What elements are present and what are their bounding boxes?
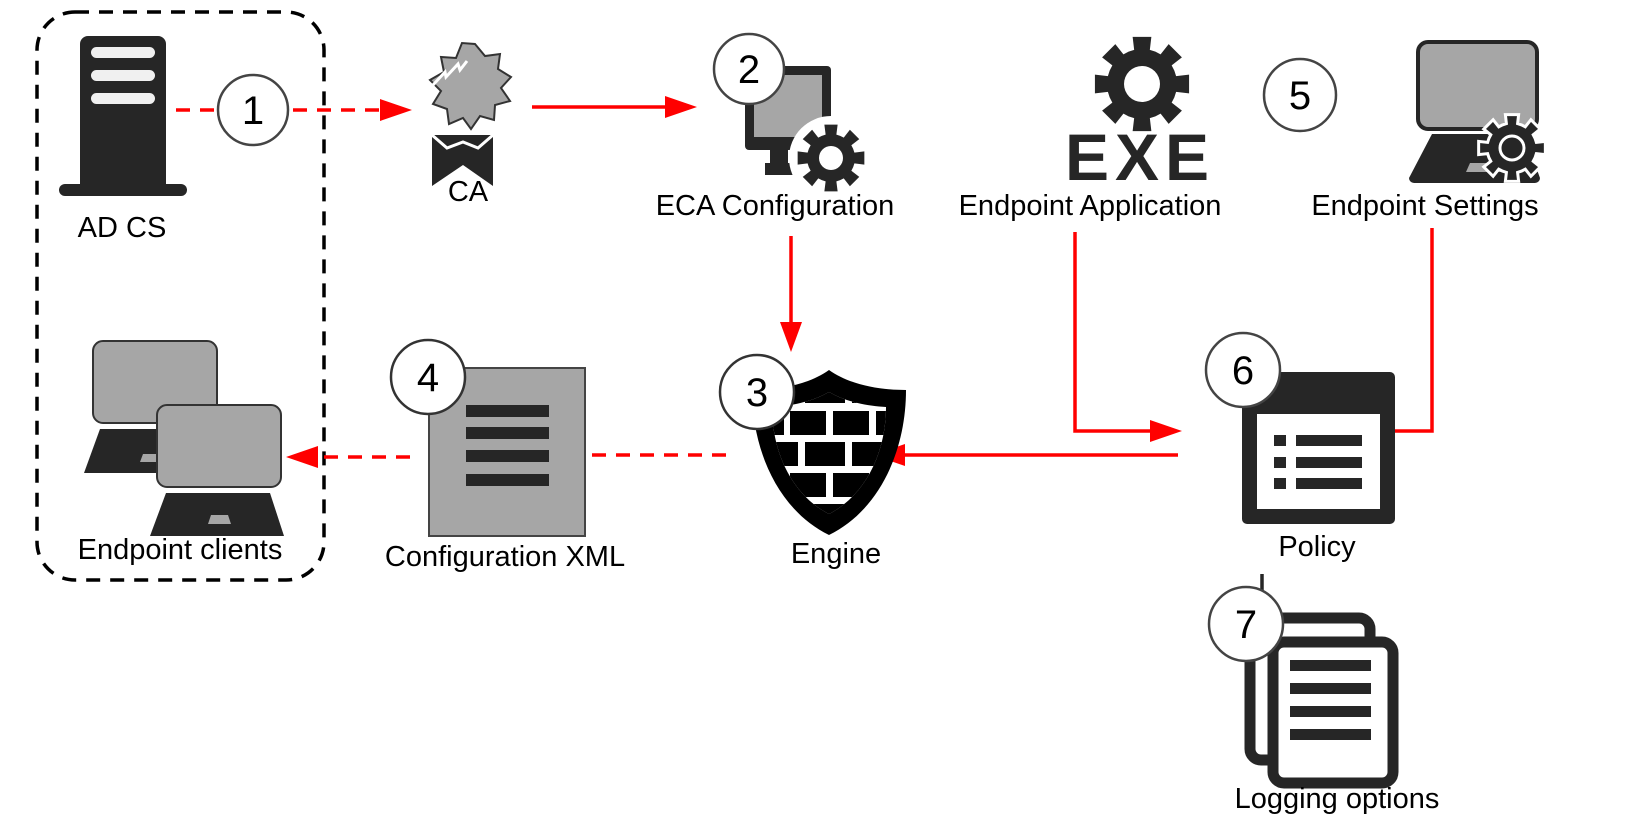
step-badge-3: 3 [718, 353, 796, 431]
node-adcs: AD CS [59, 36, 187, 244]
step-5-number: 5 [1289, 74, 1311, 118]
arrowhead-ca [380, 99, 412, 121]
node-logging-options: Logging options [1235, 612, 1440, 815]
node-endpoint-settings: Endpoint Settings [1311, 40, 1547, 222]
monitor-gear-icon [745, 66, 873, 200]
step-badge-7: 7 [1207, 585, 1285, 663]
step-badge-1: 1 [216, 73, 290, 147]
node-endpoint-clients: Endpoint clients [78, 340, 284, 566]
computers-icon [84, 340, 284, 536]
node-engine: Engine [752, 370, 906, 570]
arrowhead-eca [665, 96, 697, 118]
step-3-number: 3 [746, 371, 768, 415]
step-6-number: 6 [1232, 349, 1254, 393]
certificate-badge-icon [428, 41, 513, 186]
eca-configuration-label: ECA Configuration [656, 190, 895, 222]
step-7-number: 7 [1235, 603, 1257, 647]
node-eca-configuration: ECA Configuration [656, 66, 895, 222]
step-4-number: 4 [417, 356, 439, 400]
engine-label: Engine [791, 538, 881, 570]
step-2-number: 2 [738, 48, 760, 92]
arrowhead-clients [286, 446, 318, 468]
arrowhead-engine-top [780, 322, 802, 352]
edge-app-to-policy [1073, 232, 1160, 433]
ca-label: CA [448, 176, 489, 208]
server-icon [59, 36, 187, 196]
step-badge-5: 5 [1262, 57, 1338, 133]
step-1-number: 1 [242, 89, 264, 133]
adcs-label: AD CS [78, 212, 167, 244]
arrowhead-policy-left [1150, 420, 1182, 442]
firewall-shield-icon [752, 370, 906, 535]
step-badge-2: 2 [712, 32, 786, 106]
policy-label: Policy [1278, 531, 1356, 563]
configuration-xml-label: Configuration XML [385, 541, 625, 573]
endpoint-application-label: Endpoint Application [959, 190, 1222, 222]
exe-text: EXE [1065, 120, 1215, 194]
gear-exe-icon: EXE [1065, 36, 1215, 194]
node-policy: Policy [1242, 372, 1395, 563]
node-ca: CA [428, 41, 513, 208]
endpoint-settings-label: Endpoint Settings [1311, 190, 1538, 222]
step-badge-6: 6 [1204, 331, 1282, 409]
step-badge-4: 4 [389, 338, 467, 416]
list-window-icon [1242, 372, 1395, 524]
laptop-gear-icon [1409, 40, 1547, 183]
group-box-dashed [35, 10, 326, 582]
logging-options-label: Logging options [1235, 783, 1440, 815]
endpoint-clients-label: Endpoint clients [78, 534, 283, 566]
node-endpoint-application: EXE Endpoint Application [959, 36, 1222, 222]
documents-stack-icon [1244, 612, 1399, 789]
